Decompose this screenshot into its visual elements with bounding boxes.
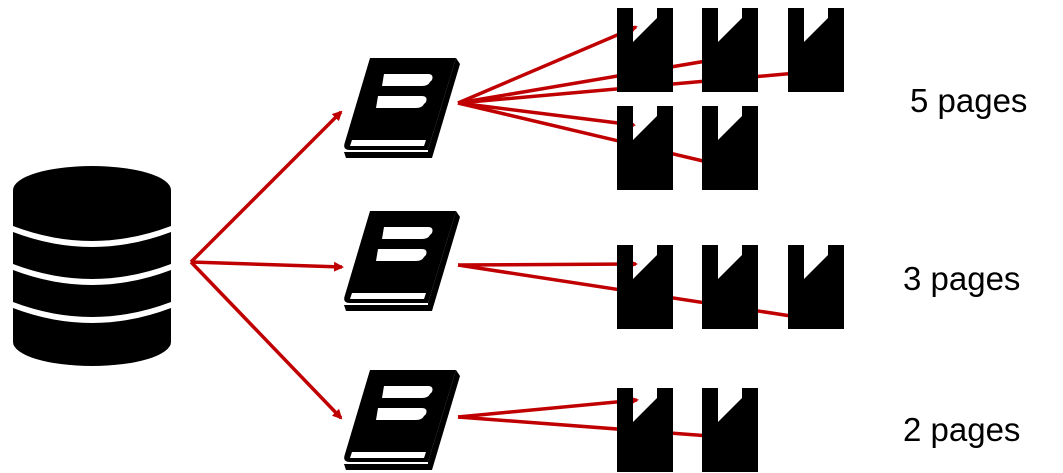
arrow-db-to-book3 — [189, 260, 343, 420]
page-count-label-book-3: 2 pages — [903, 411, 1021, 448]
document-page-icon-r1c — [788, 8, 844, 92]
page-count-label-book-1: 5 pages — [910, 82, 1028, 119]
book-icon — [344, 211, 460, 311]
book-icon — [344, 58, 460, 158]
book-icon — [344, 370, 460, 470]
document-page-icon-r2b — [702, 245, 758, 329]
document-page-icon-r3a — [617, 388, 673, 472]
arrow-db-to-book1 — [189, 110, 343, 264]
arrow-b3-p1 — [457, 395, 639, 419]
database-icon — [13, 166, 171, 366]
page-count-label-book-2: 3 pages — [903, 260, 1021, 297]
arrow-b1-p2 — [457, 54, 726, 105]
document-page-icon-r1d — [617, 106, 673, 190]
arrow-b1-p4 — [457, 101, 636, 129]
arrow-db-to-book2 — [190, 260, 344, 272]
document-page-icon-r1a — [617, 8, 673, 92]
document-page-icon-r3b — [702, 388, 758, 472]
document-page-icon-r2c — [788, 245, 844, 329]
arrow-b2-p1 — [457, 259, 638, 270]
document-page-icon-r2a — [617, 245, 673, 329]
arrow-b1-p1 — [457, 25, 638, 105]
arrow-b1-p5 — [457, 101, 722, 169]
arrow-b3-p2 — [457, 415, 725, 442]
document-page-icon-r1b — [702, 8, 758, 92]
document-page-icon-r1e — [702, 106, 758, 190]
icons-layer — [13, 8, 844, 472]
